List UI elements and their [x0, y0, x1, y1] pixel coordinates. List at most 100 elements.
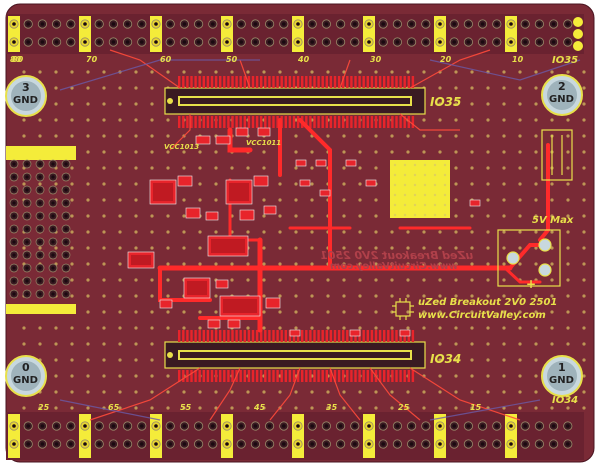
- connector-finger: [342, 330, 345, 342]
- smd-pad: [289, 329, 301, 337]
- side-pin-hole: [25, 162, 29, 166]
- connector-finger: [383, 370, 386, 382]
- header-pin-hole: [97, 22, 101, 26]
- side-pin-hole: [64, 227, 68, 231]
- connector-finger: [251, 76, 255, 88]
- connector-finger: [399, 116, 402, 128]
- bottom-right-bank-label: IO34: [552, 395, 579, 406]
- header-pin-hole: [566, 22, 570, 26]
- connector-finger: [383, 76, 386, 88]
- connector-finger: [284, 370, 287, 382]
- connector-finger: [231, 76, 234, 88]
- header-pin-hole: [353, 22, 357, 26]
- header-pin-hole: [409, 40, 414, 44]
- connector-finger: [301, 330, 304, 342]
- header-pin-hole: [225, 442, 229, 446]
- connector-finger: [378, 370, 382, 382]
- header-pin-hole: [452, 22, 457, 26]
- header-pin-hole: [296, 22, 300, 26]
- connector-finger: [378, 330, 382, 342]
- side-pin-hole: [51, 214, 55, 218]
- connector-finger: [198, 370, 201, 382]
- header-gold-pad: [221, 414, 233, 458]
- connector-finger: [354, 76, 357, 88]
- connector-finger: [202, 330, 205, 342]
- connector-finger: [243, 76, 246, 88]
- connector-finger: [346, 370, 349, 382]
- connector-finger: [358, 116, 361, 128]
- bottom-pin-number-35: 35: [326, 403, 338, 412]
- connector-finger: [292, 76, 296, 88]
- connector-finger: [370, 76, 374, 88]
- header-pin-hole: [97, 442, 101, 446]
- connector-finger: [387, 370, 390, 382]
- signal-traces: [89, 49, 521, 421]
- corner-pads: [573, 17, 583, 51]
- smd-body: [211, 239, 245, 253]
- side-pin-hole: [51, 201, 55, 205]
- header-pin-hole: [40, 442, 45, 446]
- connector-finger: [333, 370, 337, 382]
- side-pin-hole: [12, 188, 16, 192]
- connector-finger: [255, 330, 259, 342]
- connector-finger: [288, 76, 292, 88]
- connector-finger: [350, 370, 353, 382]
- smd-pad: [215, 135, 231, 145]
- header-pin-hole: [367, 424, 371, 428]
- connector-finger: [235, 330, 238, 342]
- side-pin-hole: [12, 214, 16, 218]
- top-pin-number-30: 30: [370, 55, 382, 64]
- connector-finger: [243, 116, 246, 128]
- header-pin-hole: [395, 424, 400, 428]
- top-left-pin-label: 80: [10, 55, 22, 64]
- connector-finger: [260, 370, 263, 382]
- connector-finger: [337, 370, 341, 382]
- side-pin-hole: [51, 188, 55, 192]
- side-pin-hole: [38, 162, 42, 166]
- connector-finger: [247, 116, 251, 128]
- connector-finger: [264, 330, 267, 342]
- connector-finger: [395, 116, 398, 128]
- header-pin-hole: [182, 424, 187, 428]
- top-pin-number-10: 10: [512, 55, 524, 64]
- header-pin-hole: [409, 424, 414, 428]
- connector-finger: [313, 370, 316, 382]
- connector-finger: [309, 76, 312, 88]
- header-pin-hole: [509, 40, 513, 44]
- header-pin-hole: [537, 424, 542, 428]
- header-pin-hole: [466, 424, 471, 428]
- board-website: www.CircuitValley.com: [418, 310, 546, 321]
- connector-finger: [354, 116, 357, 128]
- connector-finger: [210, 370, 214, 382]
- smd-pad: [239, 209, 255, 221]
- header-gold-pad: [292, 414, 304, 458]
- header-pin-hole: [111, 40, 116, 44]
- connector-finger: [194, 116, 197, 128]
- header-pin-hole: [54, 40, 59, 44]
- connector-finger: [313, 116, 316, 128]
- connector-finger: [231, 330, 234, 342]
- header-pin-hole: [225, 22, 229, 26]
- header-pin-hole: [168, 424, 172, 428]
- connector-finger: [206, 116, 210, 128]
- header-pin-hole: [480, 22, 485, 26]
- power-jack-plus-label: +: [526, 277, 537, 291]
- connector-finger: [387, 116, 390, 128]
- connector-finger: [358, 76, 361, 88]
- header-pin-hole: [324, 442, 329, 446]
- side-pin-hole: [51, 175, 55, 179]
- top-pin-number-60: 60: [160, 55, 172, 64]
- header-pin-hole: [480, 40, 485, 44]
- connector-finger: [206, 330, 210, 342]
- connector-finger: [223, 330, 226, 342]
- connector-finger: [411, 116, 415, 128]
- header-pin-hole: [26, 442, 31, 446]
- left-header-pad-lower: [6, 304, 76, 314]
- connector-finger: [214, 76, 218, 88]
- connector-finger: [342, 76, 345, 88]
- connector-finger: [214, 370, 218, 382]
- side-pin-hole: [64, 266, 68, 270]
- top-right-bank-label: IO35: [552, 55, 579, 66]
- header-pin-hole: [310, 424, 315, 428]
- header-pin-hole: [253, 22, 258, 26]
